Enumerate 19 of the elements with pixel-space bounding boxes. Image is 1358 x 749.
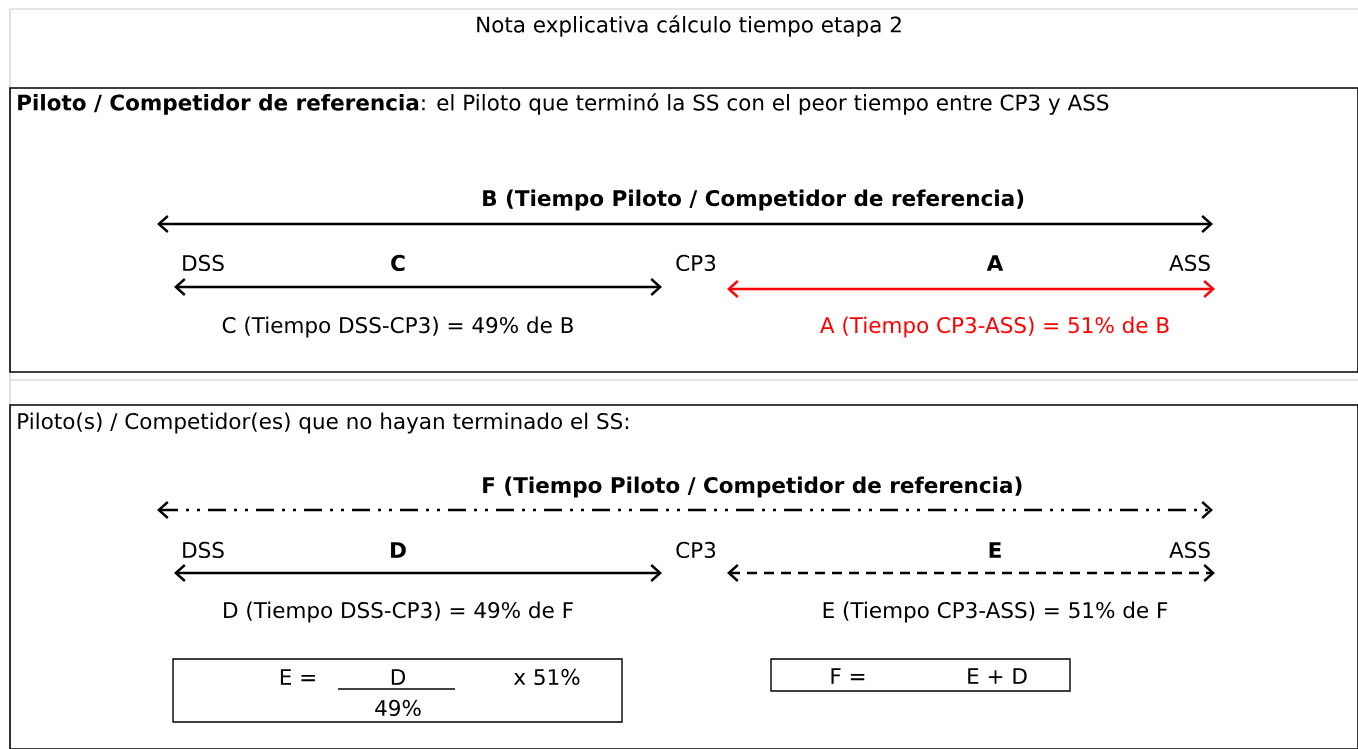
label: CP3 bbox=[676, 254, 716, 272]
label: F (Tiempo Piloto / Competidor de referencia) bbox=[483, 476, 1022, 498]
title: Nota explicativa cálculo tiempo etapa 2 bbox=[477, 15, 901, 37]
label: A (Tiempo CP3-ASS) = 51% de B bbox=[820, 316, 1169, 338]
label: C bbox=[391, 254, 405, 272]
label: E bbox=[989, 542, 1001, 558]
label: A bbox=[986, 255, 1004, 271]
label: DSS bbox=[183, 541, 224, 559]
label: E (Tiempo CP3-ASS) = 51% de F bbox=[823, 601, 1168, 623]
formula-box: F = E + D bbox=[770, 658, 1071, 692]
formula-box: E = D 49% x 51% bbox=[172, 658, 623, 723]
label: ASS bbox=[1169, 254, 1210, 272]
label: D bbox=[391, 542, 406, 558]
label: D (Tiempo DSS-CP3) = 49% de F bbox=[224, 601, 573, 623]
label: DSS bbox=[183, 254, 224, 272]
label: C (Tiempo DSS-CP3) = 49% de B bbox=[222, 316, 573, 338]
label: ASS bbox=[1169, 541, 1210, 559]
label: B (Tiempo Piloto / Competidor de referencia) bbox=[483, 189, 1024, 211]
label: CP3 bbox=[676, 541, 716, 559]
